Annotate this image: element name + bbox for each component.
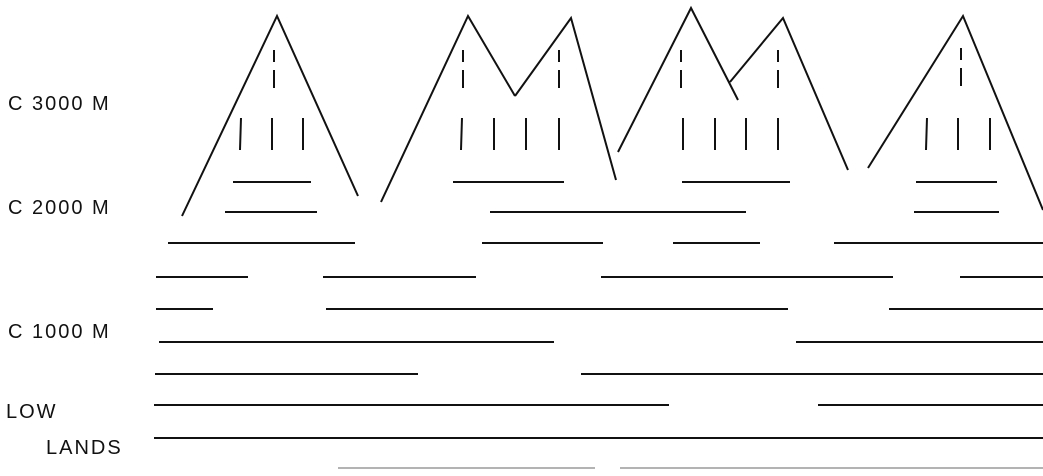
- mountain-peak-4: [868, 16, 1043, 210]
- mountain-peaks: [182, 8, 1043, 216]
- mountain-peak-2a: [381, 16, 515, 202]
- vertical-stroke: [461, 118, 462, 150]
- mountain-peak-2b: [515, 18, 616, 180]
- elevation-label-2000m: C 2000 M: [8, 198, 111, 218]
- horizontal-strata: [154, 182, 1043, 468]
- elevation-label-low: LOW: [6, 402, 58, 422]
- mountain-peak-3b: [730, 18, 848, 170]
- vertical-strokes: [240, 118, 990, 150]
- vertical-stroke: [926, 118, 927, 150]
- mountain-peak-1: [182, 16, 358, 216]
- elevation-label-lands: LANDS: [46, 438, 123, 458]
- elevation-label-1000m: C 1000 M: [8, 322, 111, 342]
- summit-dash-marks: [274, 48, 961, 88]
- vertical-stroke: [240, 118, 241, 150]
- mountain-peak-3a: [618, 8, 738, 152]
- elevation-label-3000m: C 3000 M: [8, 94, 111, 114]
